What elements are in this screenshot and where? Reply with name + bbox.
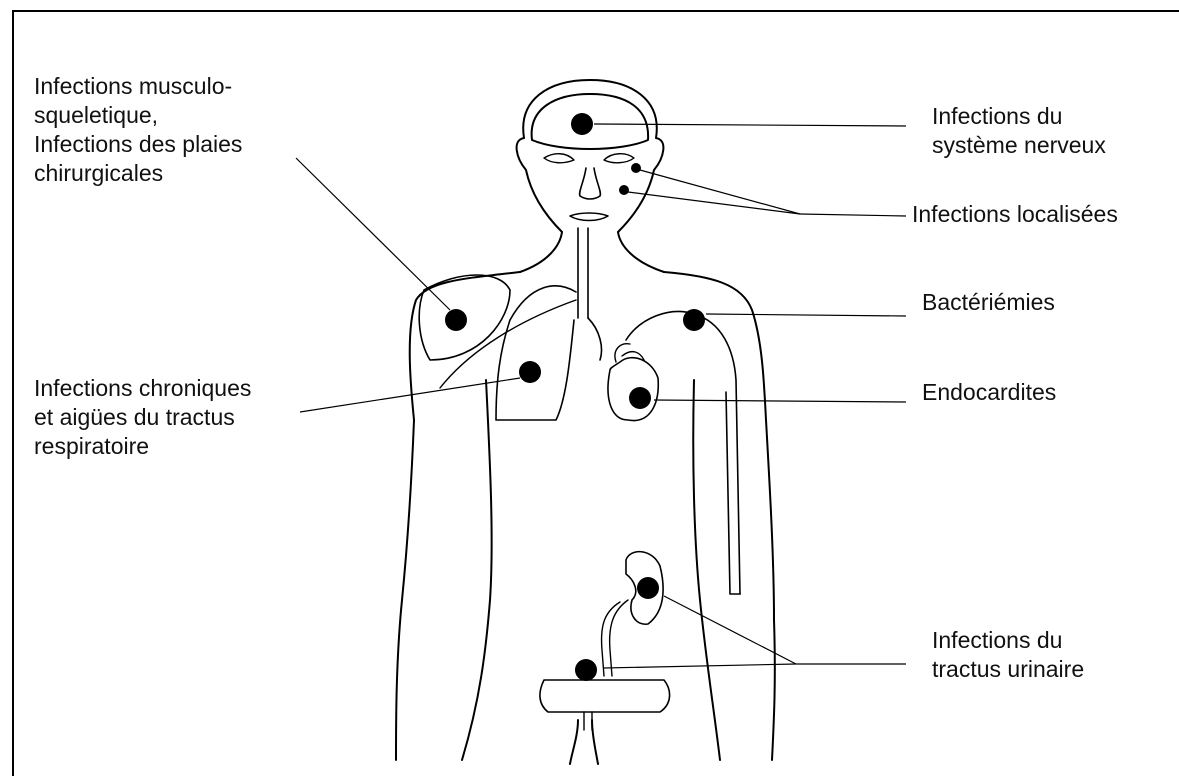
left-torso-side [462,380,492,760]
leader-nervous [594,124,906,126]
right-eye [604,154,634,163]
leader-musculo [296,158,450,310]
leader-localized-a [640,170,800,214]
head-outline [517,80,664,232]
label-respiratory: Infections chroniques et aigües du tract… [34,374,251,461]
left-eye [544,154,574,163]
label-line: Infections du [932,102,1106,131]
neck-left [520,232,562,272]
leader-endocarditis [654,400,906,402]
label-line: respiratoire [34,432,251,461]
label-bacteremia: Bactériémies [922,288,1055,317]
dot-musculo [445,309,467,331]
dot-localized-lower [619,185,629,195]
label-line: Bactériémies [922,288,1055,317]
dot-respiratory [519,361,541,383]
dot-bacteremia [683,309,705,331]
label-line: Infections chroniques [34,374,251,403]
label-localized: Infections localisées [912,200,1118,229]
right-torso-side [693,380,720,760]
leader-localized-c [800,214,906,216]
label-line: et aigües du tractus [34,403,251,432]
label-nervous: Infections du système nerveux [932,102,1106,160]
left-leg-inner [570,720,578,764]
leader-bacteremia [706,314,906,316]
dot-urinary-kidney [637,577,659,599]
right-leg-inner [592,720,598,764]
heart-outline [608,358,658,421]
label-line: système nerveux [932,131,1106,160]
label-line: Infections localisées [912,200,1118,229]
label-line: Infections des plaies [34,130,242,159]
label-line: squeletique, [34,101,242,130]
label-line: Infections du [932,626,1084,655]
bladder [540,680,670,712]
label-urinary: Infections du tractus urinaire [932,626,1084,684]
mouth [570,213,608,221]
leader-urinary-a [664,596,796,664]
ureter [602,600,628,676]
label-musculo: Infections musculo- squeletique, Infecti… [34,72,242,188]
right-bronchus [588,318,602,360]
dot-urinary-bladder [575,659,597,681]
leader-urinary-b [604,664,796,668]
leader-localized-b [628,192,800,214]
neck-right [618,232,664,272]
label-endocarditis: Endocardites [922,378,1056,407]
trachea [578,228,588,318]
label-line: chirurgicales [34,159,242,188]
label-line: tractus urinaire [932,655,1084,684]
dot-nervous-system [571,113,593,135]
urethra [584,712,592,730]
label-line: Endocardites [922,378,1056,407]
dot-endocarditis [629,387,651,409]
left-shoulder-arm [396,272,520,760]
dot-localized-upper [631,163,641,173]
label-line: Infections musculo- [34,72,242,101]
right-shoulder-arm [664,272,775,760]
nose [580,168,601,199]
